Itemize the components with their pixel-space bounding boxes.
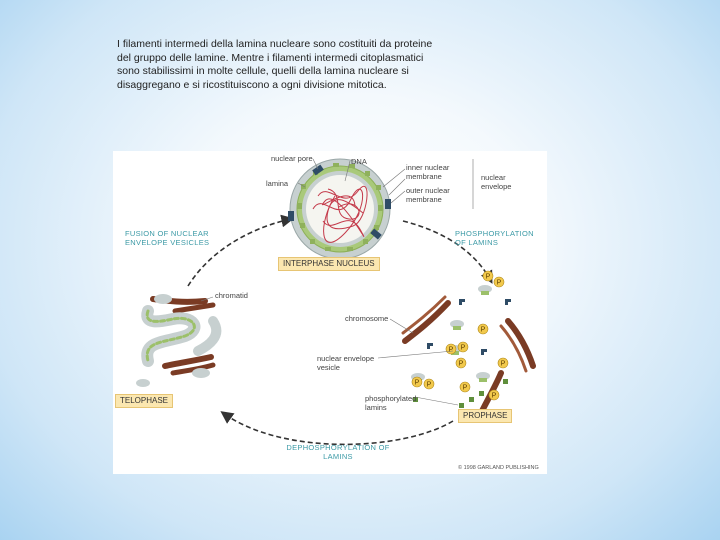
stage-interphase: INTERPHASE NUCLEUS xyxy=(278,257,380,271)
telophase-envelopes xyxy=(136,294,222,387)
label-dna: DNA xyxy=(351,157,367,166)
phosphate-label: P xyxy=(486,274,491,281)
label-lamina: lamina xyxy=(266,179,289,188)
step-dephosphorylation: DEPHOSPHORYLATION OF LAMINS xyxy=(286,443,390,461)
copyright-notice: © 1998 GARLAND PUBLISHING xyxy=(458,465,539,471)
telophase-chromatids xyxy=(150,296,216,376)
label-chromatid: chromatid xyxy=(215,291,248,300)
phosphate-label: P xyxy=(481,327,486,334)
stage-prophase: PROPHASE xyxy=(458,409,513,423)
phosphorylated-lamins-markers xyxy=(413,379,508,408)
phosphate-groups xyxy=(411,270,509,401)
label-phosphorylated-lamins: phosphorylated lamins xyxy=(365,394,417,412)
leader-lines xyxy=(200,158,474,406)
phosphate-label: P xyxy=(459,361,464,368)
label-nuclear-envelope: nuclear envelope xyxy=(481,173,512,191)
prophase-chromosomes xyxy=(401,295,536,416)
phosphate-label: P xyxy=(492,393,497,400)
interphase-nucleus xyxy=(288,158,391,260)
label-nuclear-pore: nuclear pore xyxy=(271,154,313,163)
label-outer-nuclear-membrane: outer nuclear membrane xyxy=(406,186,450,204)
phosphate-label: P xyxy=(501,361,506,368)
label-inner-nuclear-membrane: inner nuclear membrane xyxy=(406,163,450,181)
step-phosphorylation: PHOSPHORYLATION OF LAMINS xyxy=(455,229,534,247)
label-nuclear-envelope-vesicle: nuclear envelope vesicle xyxy=(317,354,375,372)
phosphate-label: P xyxy=(497,280,502,287)
stage-telophase: TELOPHASE xyxy=(115,394,174,408)
phosphate-label: P xyxy=(449,347,454,354)
phosphate-label: P xyxy=(427,382,432,389)
arrow-fusion xyxy=(187,214,295,287)
phosphate-label: P xyxy=(461,345,466,352)
phosphate-label: P xyxy=(415,380,420,387)
arrow-dephosphorylation xyxy=(220,411,454,446)
caption-text: I filamenti intermedi della lamina nucle… xyxy=(117,38,433,91)
step-fusion-of-vesicles: FUSION OF NUCLEAR ENVELOPE VESICLES xyxy=(125,229,210,247)
label-chromosome: chromosome xyxy=(345,314,389,323)
phosphate-label: P xyxy=(463,385,468,392)
